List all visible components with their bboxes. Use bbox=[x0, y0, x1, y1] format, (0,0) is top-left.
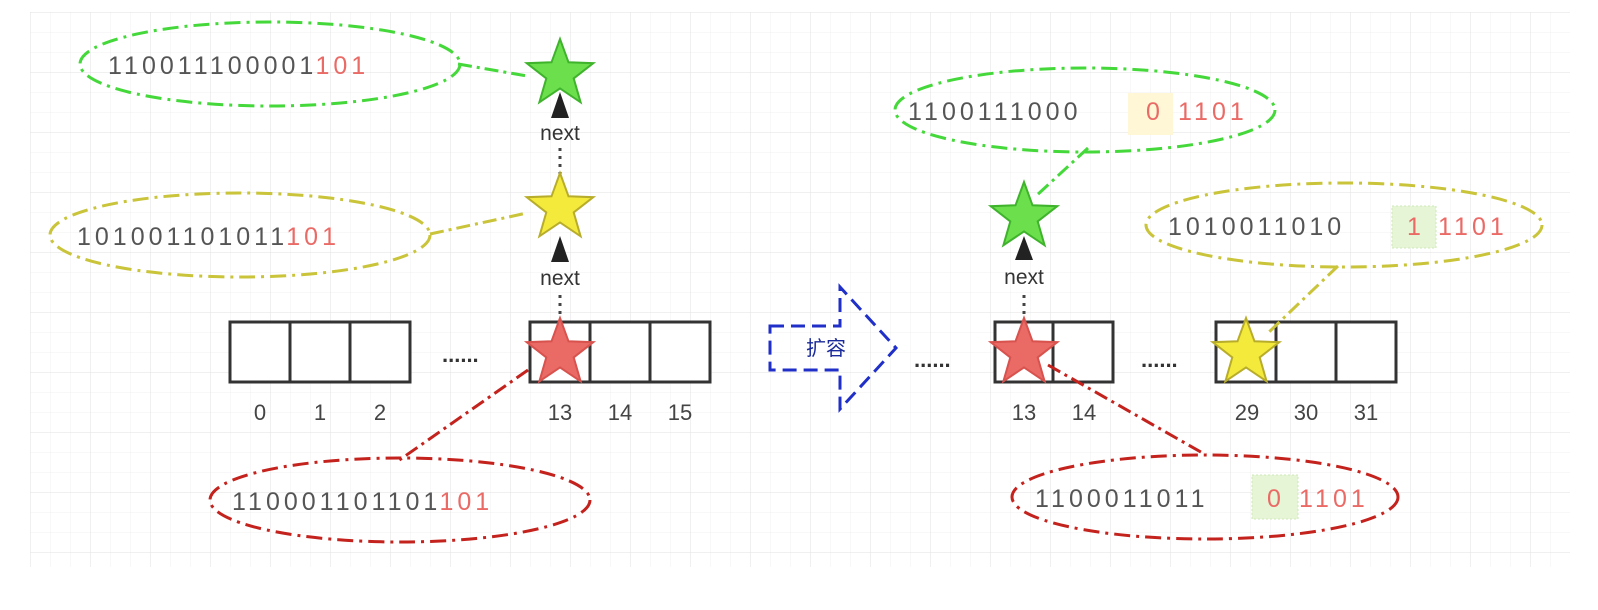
expand-arrow-icon bbox=[768, 283, 899, 413]
left-index-13: 13 bbox=[548, 400, 572, 425]
right-green-hash-suffix: 1101 bbox=[1178, 98, 1248, 126]
left-yellow-hash-text: 101001101011101 bbox=[77, 223, 340, 251]
left-green-hash-text: 110011100001101 bbox=[108, 52, 369, 80]
right-next-label: next bbox=[1004, 266, 1044, 289]
left-green-star-icon bbox=[523, 36, 597, 105]
right-red-highlight-box bbox=[1251, 474, 1299, 520]
left-index-1: 1 bbox=[314, 400, 326, 425]
right-yellow-highlight-box bbox=[1391, 205, 1437, 249]
left-yellow-connector bbox=[429, 211, 528, 236]
right-red-connector bbox=[1047, 363, 1207, 457]
right-green-hash-prefix: 1100111000 bbox=[908, 98, 1081, 126]
left-yellow-hash-ellipse bbox=[48, 191, 432, 279]
right-bucket-31 bbox=[1334, 320, 1398, 384]
grid-background bbox=[30, 12, 1570, 567]
left-red-star-icon bbox=[523, 315, 597, 384]
right-red-hash-suffix: 1101 bbox=[1299, 485, 1369, 513]
left-red-hash-prefix: 110001101101 bbox=[232, 488, 439, 516]
right-yellow-hash-prefix: 1010011010 bbox=[1168, 213, 1345, 241]
left-next-arrow-bottom bbox=[551, 236, 569, 262]
left-green-hash-prefix: 110011100001 bbox=[108, 52, 315, 80]
right-red-hash-extra-bit: 0 bbox=[1267, 485, 1285, 513]
right-yellow-hash-ellipse bbox=[1144, 181, 1544, 269]
left-bucket-2 bbox=[348, 320, 412, 384]
right-index-30: 30 bbox=[1294, 400, 1318, 425]
right-green-highlight-box bbox=[1128, 93, 1173, 135]
left-yellow-hash-prefix: 101001101011 bbox=[77, 223, 286, 251]
left-red-hash-suffix: 101 bbox=[439, 488, 493, 516]
right-next-arrow bbox=[1015, 236, 1033, 260]
right-yellow-connector bbox=[1266, 264, 1340, 335]
right-ellipsis-mid: ...... bbox=[1141, 347, 1178, 372]
left-index-15: 15 bbox=[668, 400, 692, 425]
right-index-29: 29 bbox=[1235, 400, 1259, 425]
right-green-hash-ellipse bbox=[893, 66, 1277, 154]
right-green-connector bbox=[1034, 146, 1090, 198]
left-index-0: 0 bbox=[254, 400, 266, 425]
right-index-14: 14 bbox=[1072, 400, 1096, 425]
left-green-connector bbox=[457, 62, 528, 78]
left-yellow-hash-suffix: 101 bbox=[286, 223, 340, 251]
left-bucket-0 bbox=[228, 320, 292, 384]
left-next-label-bottom: next bbox=[540, 267, 580, 290]
left-bucket-1 bbox=[288, 320, 352, 384]
left-bucket-14 bbox=[588, 320, 652, 384]
right-red-star-icon bbox=[987, 315, 1061, 384]
right-bucket-14 bbox=[1051, 320, 1115, 384]
left-red-hash-ellipse bbox=[208, 456, 592, 544]
left-ellipsis: ...... bbox=[442, 342, 479, 367]
left-green-hash-ellipse bbox=[78, 20, 462, 108]
left-next-arrow-top bbox=[551, 92, 569, 118]
right-red-hash-prefix: 1100011011 bbox=[1035, 485, 1208, 513]
right-bucket-30 bbox=[1274, 320, 1338, 384]
left-index-2: 2 bbox=[374, 400, 386, 425]
left-bucket-15 bbox=[648, 320, 712, 384]
right-green-hash-extra-bit: 0 bbox=[1146, 98, 1164, 126]
right-ellipsis-left: ...... bbox=[914, 347, 951, 372]
right-yellow-star-icon bbox=[1209, 315, 1283, 384]
left-green-hash-suffix: 101 bbox=[315, 52, 369, 80]
left-index-14: 14 bbox=[608, 400, 632, 425]
left-red-hash-text: 110001101101101 bbox=[232, 488, 493, 516]
left-next-label-top: next bbox=[540, 122, 580, 145]
right-green-star-icon bbox=[987, 179, 1061, 248]
expand-label: 扩容 bbox=[806, 336, 846, 360]
right-red-hash-ellipse bbox=[1010, 453, 1400, 541]
left-yellow-star-icon bbox=[523, 170, 597, 239]
right-index-13: 13 bbox=[1012, 400, 1036, 425]
right-yellow-hash-suffix: 1101 bbox=[1438, 213, 1508, 241]
right-yellow-hash-extra-bit: 1 bbox=[1407, 213, 1425, 241]
right-index-31: 31 bbox=[1354, 400, 1378, 425]
